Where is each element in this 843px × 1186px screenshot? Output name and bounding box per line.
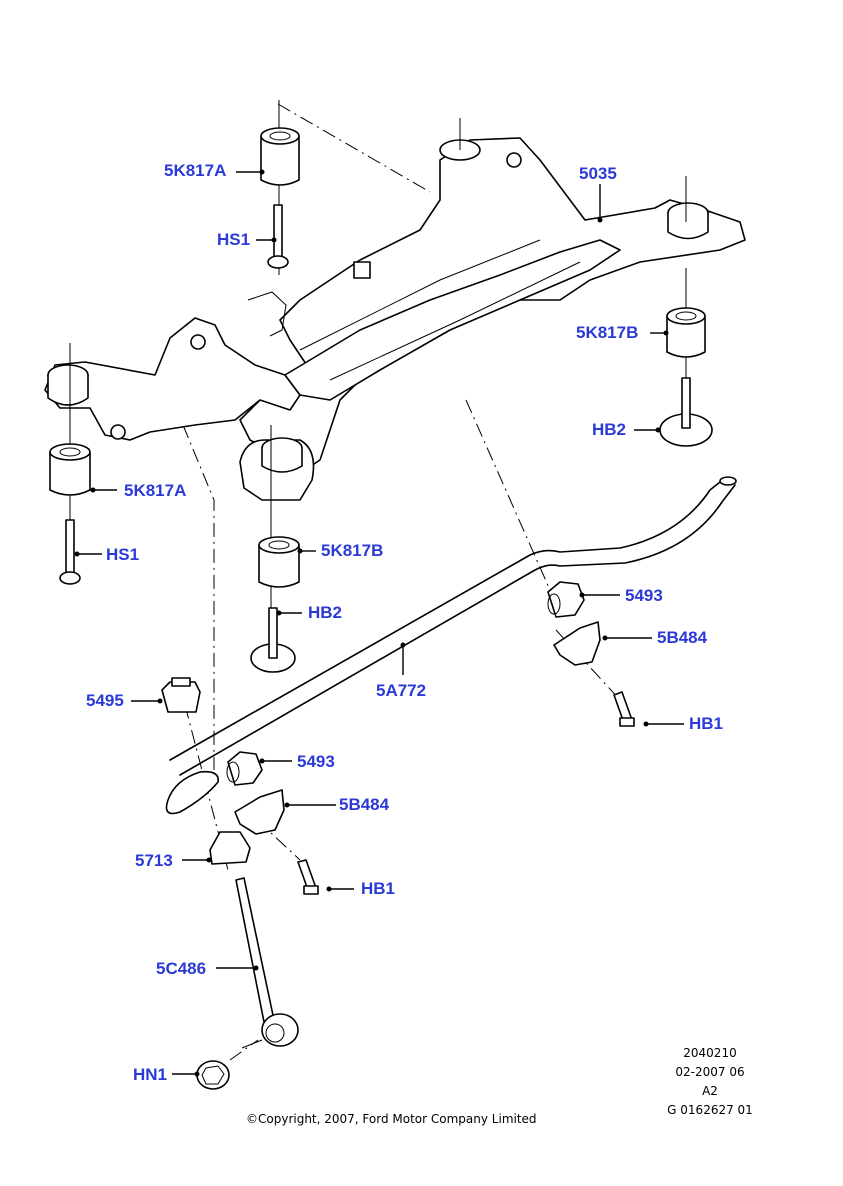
- callout-5K817B-center[interactable]: 5K817B: [321, 541, 384, 560]
- bushing-5493-right: [547, 581, 585, 618]
- callout-5K817B-right[interactable]: 5K817B: [576, 323, 639, 342]
- leader-lines: [74, 169, 684, 1077]
- callout-5493-right[interactable]: 5493: [625, 586, 663, 605]
- bolt-HB2-right: [659, 377, 713, 447]
- callout-HS1-top[interactable]: HS1: [217, 230, 251, 249]
- callout-HB2-center[interactable]: HB2: [308, 603, 343, 622]
- graphic-id: G 0162627 01: [667, 1103, 753, 1117]
- bracket-5B484-left: [234, 789, 285, 835]
- stabilizer-bar-5A772: [165, 476, 737, 815]
- bushing-5493-left: [226, 751, 263, 786]
- title-block: 2040210 02-2007 06 A2 G 0162627 01: [655, 1045, 765, 1118]
- callout-5B484-right[interactable]: 5B484: [657, 628, 708, 647]
- screw-HS1-top: [267, 204, 289, 269]
- screw-HS1-left: [59, 519, 81, 585]
- callout-5K817A-left[interactable]: 5K817A: [124, 481, 187, 500]
- callout-HB1-right[interactable]: HB1: [689, 714, 724, 733]
- bushing-5K817A-top: [260, 127, 300, 186]
- drawing-number: 2040210: [683, 1046, 737, 1060]
- date-code: 02-2007 06: [675, 1065, 745, 1079]
- bolt-HB1-left: [297, 859, 319, 895]
- sheet-code: A2: [702, 1084, 718, 1098]
- bolt-HB1-right: [613, 691, 635, 727]
- callout-HB1-left[interactable]: HB1: [361, 879, 396, 898]
- callout-HS1-left[interactable]: HS1: [106, 545, 140, 564]
- nut-HN1: [196, 1060, 230, 1090]
- stabilizer-link-5C486: [235, 877, 299, 1049]
- copyright-notice: ©Copyright, 2007, Ford Motor Company Lim…: [246, 1112, 537, 1126]
- callout-5713[interactable]: 5713: [135, 851, 173, 870]
- callout-HB2-right[interactable]: HB2: [592, 420, 627, 439]
- callout-5493-left[interactable]: 5493: [297, 752, 335, 771]
- bushing-5K817B-center: [258, 536, 300, 588]
- bolt-HB2-center: [250, 607, 296, 673]
- bracket-5B484-right: [553, 621, 601, 666]
- callout-5A772[interactable]: 5A772: [376, 681, 427, 700]
- callout-5035[interactable]: 5035: [579, 164, 617, 183]
- insulator-5713: [209, 831, 251, 865]
- insulator-5495: [161, 677, 201, 713]
- bushing-5K817A-left: [49, 443, 91, 496]
- callout-5C486[interactable]: 5C486: [156, 959, 207, 978]
- callout-5B484-left[interactable]: 5B484: [339, 795, 390, 814]
- bushing-5K817B-right: [666, 307, 706, 358]
- subframe-5035: [44, 137, 746, 501]
- callout-5495[interactable]: 5495: [86, 691, 124, 710]
- callout-HN1[interactable]: HN1: [133, 1065, 168, 1084]
- callout-5K817A-top[interactable]: 5K817A: [164, 161, 227, 180]
